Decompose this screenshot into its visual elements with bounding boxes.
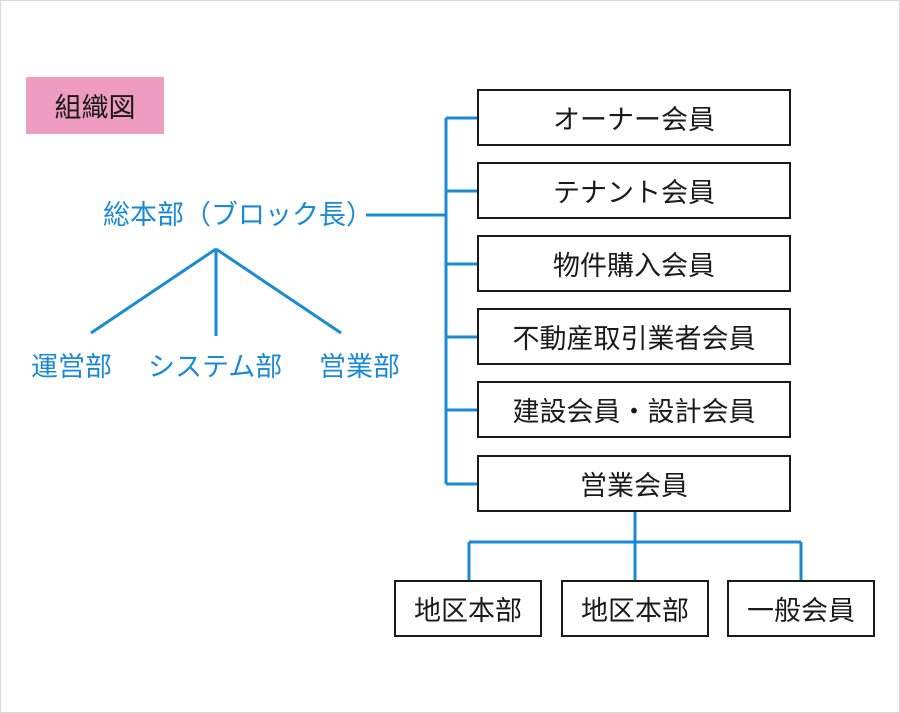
connector-hq-to-sales <box>215 247 342 335</box>
child-box-regional-hq-2: 地区本部 <box>561 580 709 637</box>
member-box-property-purchase: 物件購入会員 <box>477 235 791 292</box>
member-box-sales: 営業会員 <box>477 455 791 512</box>
child-box-regional-hq-1: 地区本部 <box>394 580 542 637</box>
diagram-title: 組織図 <box>26 77 164 134</box>
department-sales: 営業部 <box>319 352 400 383</box>
member-box-tenant: テナント会員 <box>477 162 791 219</box>
department-operations: 運営部 <box>31 352 112 383</box>
member-box-construction: 建設会員・設計会員 <box>477 381 791 438</box>
department-system: システム部 <box>148 352 283 383</box>
member-box-real-estate: 不動産取引業者会員 <box>477 308 791 365</box>
member-box-owner: オーナー会員 <box>477 89 791 146</box>
child-box-general-member: 一般会員 <box>727 580 875 637</box>
connector-hq-to-operations <box>90 247 217 335</box>
headquarters-label: 総本部（ブロック長） <box>103 200 373 231</box>
